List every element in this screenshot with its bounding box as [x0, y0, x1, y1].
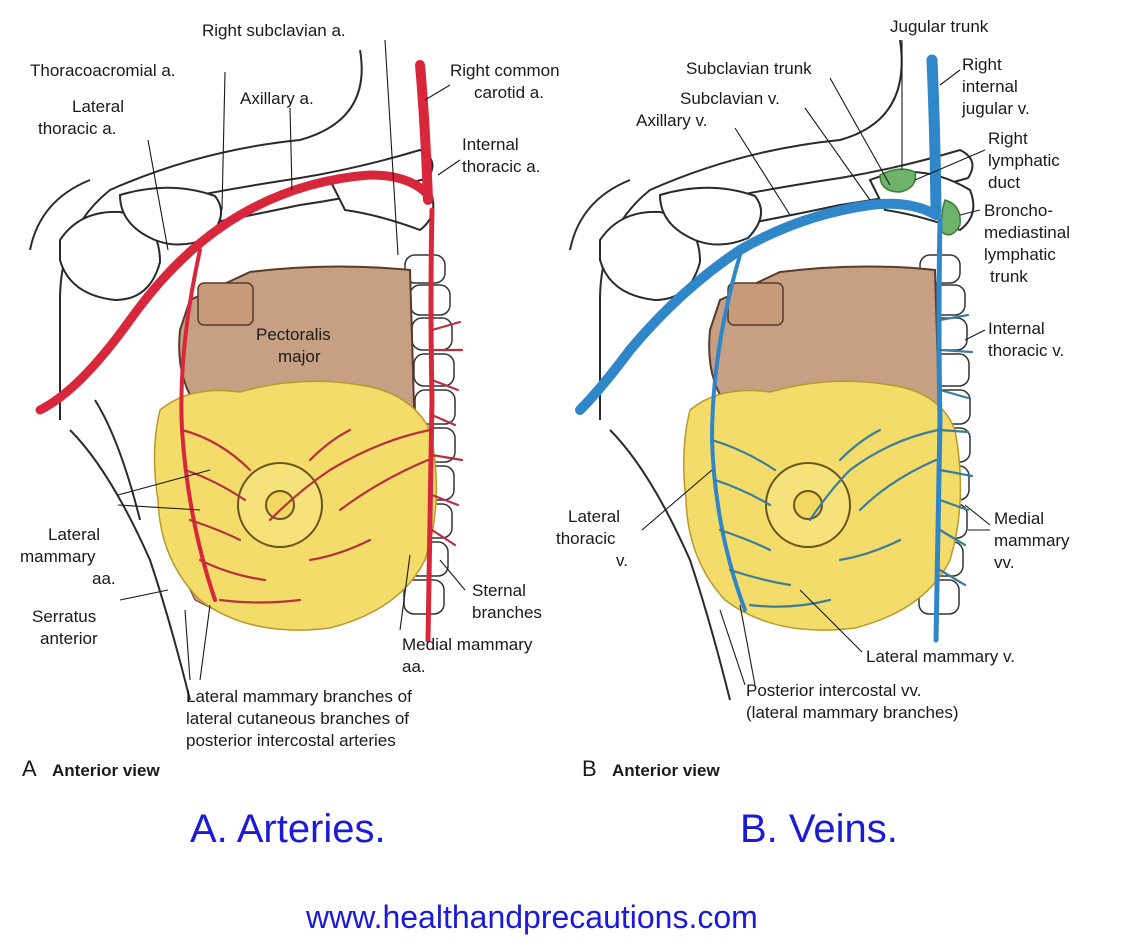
shoulder-outline [29, 179, 91, 251]
label-medial-mammary-vv-1: Medial [994, 509, 1044, 528]
label-lateral-mammary-v: Lateral mammary v. [866, 647, 1015, 666]
label-pectoralis-2: major [278, 347, 321, 366]
label-lateral-thoracic-a-2: thoracic a. [38, 119, 116, 138]
internal-thoracic-vein [933, 217, 943, 643]
subclavian-artery [35, 170, 433, 415]
bronchomediastinal-trunk [940, 199, 961, 236]
label-right-internal-jugular-2: internal [962, 77, 1018, 96]
label-right-lymphatic-1: Right [988, 129, 1028, 148]
label-subclavian-v: Subclavian v. [680, 89, 780, 108]
humerus-head-b [599, 210, 702, 302]
right-lymphatic-duct [879, 168, 917, 193]
panel-a-labels: Right subclavian a. Thoracoacromial a. L… [20, 21, 560, 781]
panel-a-letter: A [22, 756, 37, 781]
label-jugular-trunk: Jugular trunk [890, 17, 989, 36]
label-serratus-1: Serratus [32, 607, 96, 626]
label-broncho-1: Broncho- [984, 201, 1053, 220]
label-medial-mammary-vv-3: vv. [994, 553, 1014, 572]
caption-veins: B. Veins. [740, 807, 898, 851]
label-broncho-2: mediastinal [984, 223, 1070, 242]
panel-b-letter: B [582, 756, 597, 781]
vein-branches [710, 313, 974, 608]
label-axillary-v: Axillary v. [636, 111, 707, 130]
label-posterior-intercostal-2: (lateral mammary branches) [746, 703, 959, 722]
caption-arteries: A. Arteries. [190, 807, 386, 851]
label-medial-mammary-vv-2: mammary [994, 531, 1070, 550]
label-right-common-carotid-1: Right common [450, 61, 560, 80]
artery-branches [180, 320, 464, 604]
panel-b-leaders [641, 40, 991, 686]
arm-outline-b [609, 429, 731, 701]
label-medial-mammary-aa-1: Medial mammary [402, 635, 533, 654]
label-lateral-mammary-aa-1: Lateral [48, 525, 100, 544]
panel-a-arteries: Right subclavian a. Thoracoacromial a. L… [20, 21, 560, 781]
shoulder-outline-b [569, 179, 631, 251]
coracoid-b [658, 186, 763, 246]
label-lateral-branches-1: Lateral mammary branches of [186, 687, 412, 706]
humerus-head [59, 210, 162, 302]
label-serratus-2: anterior [40, 629, 98, 648]
subclavian-axillary-vein [575, 198, 941, 415]
arm-outline [69, 429, 191, 701]
common-carotid-artery [415, 60, 433, 205]
label-right-common-carotid-2: carotid a. [474, 83, 544, 102]
label-right-lymphatic-2: lymphatic [988, 151, 1060, 170]
label-internal-thoracic-v-2: thoracic v. [988, 341, 1064, 360]
torso-outline [94, 399, 141, 521]
label-internal-thoracic-a-1: Internal [462, 135, 519, 154]
label-lateral-thoracic-v-1: Lateral [568, 507, 620, 526]
label-broncho-4: trunk [990, 267, 1028, 286]
internal-thoracic-artery [425, 207, 435, 643]
nipple-b [793, 490, 823, 520]
panel-a-view: Anterior view [52, 761, 160, 780]
pectoralis-clavicular-head [197, 282, 254, 326]
label-broncho-3: lymphatic [984, 245, 1056, 264]
website-url: www.healthandprecautions.com [305, 899, 758, 935]
nipple [265, 490, 295, 520]
label-posterior-intercostal-1: Posterior intercostal vv. [746, 681, 921, 700]
label-thoracoacromial-a: Thoracoacromial a. [30, 61, 176, 80]
panel-b-view: Anterior view [612, 761, 720, 780]
panel-b-labels: Jugular trunk Subclavian trunk Right int… [556, 17, 1070, 781]
label-sternal-branches-1: Sternal [472, 581, 526, 600]
label-lateral-thoracic-a-1: Lateral [72, 97, 124, 116]
label-sternal-branches-2: branches [472, 603, 542, 622]
label-internal-thoracic-v-1: Internal [988, 319, 1045, 338]
label-right-internal-jugular-3: jugular v. [961, 99, 1030, 118]
label-lateral-branches-3: posterior intercostal arteries [186, 731, 396, 750]
label-pectoralis-1: Pectoralis [256, 325, 331, 344]
label-lateral-mammary-aa-2: mammary [20, 547, 96, 566]
label-lateral-thoracic-v-3: v. [616, 551, 628, 570]
pectoralis-clavicular-head-b [727, 282, 784, 326]
label-right-internal-jugular-1: Right [962, 55, 1002, 74]
panel-b-veins: Jugular trunk Subclavian trunk Right int… [556, 17, 1070, 781]
label-lateral-mammary-aa-3: aa. [92, 569, 116, 588]
label-lateral-branches-2: lateral cutaneous branches of [186, 709, 409, 728]
label-axillary-a: Axillary a. [240, 89, 314, 108]
label-right-lymphatic-3: duct [988, 173, 1020, 192]
label-lateral-thoracic-v-2: thoracic [556, 529, 616, 548]
internal-jugular-vein [926, 54, 942, 216]
label-medial-mammary-aa-2: aa. [402, 657, 426, 676]
label-internal-thoracic-a-2: thoracic a. [462, 157, 540, 176]
label-subclavian-trunk: Subclavian trunk [686, 59, 812, 78]
panel-a-leaders [117, 39, 466, 681]
label-right-subclavian-a: Right subclavian a. [202, 21, 346, 40]
